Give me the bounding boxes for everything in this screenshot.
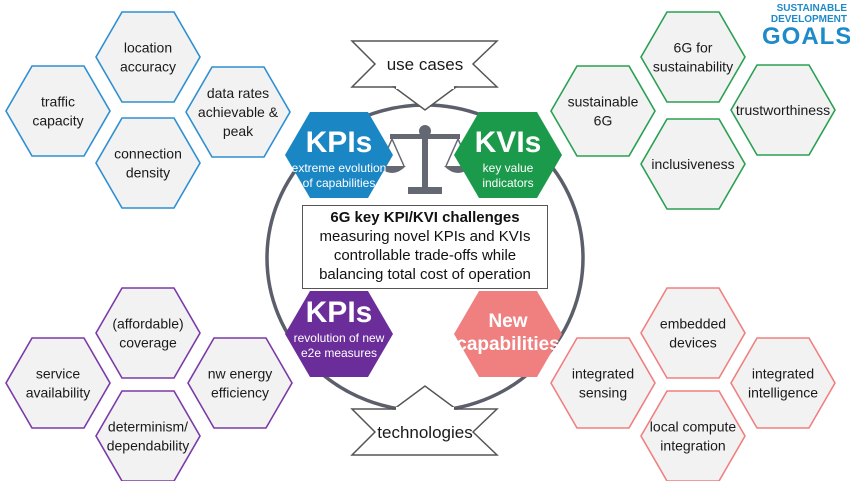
kpi-bottom-line-1: revolution of new (294, 331, 385, 345)
top-left-hex-1: location accuracy (95, 11, 201, 103)
bottom-left-hex-2-line-2: availability (26, 385, 91, 401)
bottom-right-hex-2: integrated sensing (550, 337, 656, 429)
bottom-right-hex-2-line-1: integrated (572, 366, 634, 382)
bottom-right-hex-4: local compute integration (640, 390, 746, 481)
top-right-hex-4: inclusiveness (640, 118, 746, 210)
bottom-right-hex-3: integrated intelligence (730, 337, 836, 429)
bottom-left-hex-1: (affordable) coverage (95, 287, 201, 379)
top-left-hex-2-line-1: traffic (41, 94, 75, 110)
bottom-left-hex-4-line-2: dependability (107, 438, 190, 454)
top-left-hex-2-line-2: capacity (32, 113, 83, 129)
bottom-left-hex-1-line-1: (affordable) (112, 316, 183, 332)
top-right-hex-1: 6G for sustainability (640, 11, 746, 103)
new-capabilities-line-2: capabilities (456, 334, 560, 355)
bottom-right-hex-1: embedded devices (640, 287, 746, 379)
top-right-hex-2-line-2: 6G (594, 113, 613, 129)
kpi-top-title: KPIs (306, 126, 373, 159)
kvi-title: KVIs (475, 126, 542, 159)
sdg-logo-line-1: SUSTAINABLE (776, 3, 847, 14)
top-right-hex-4-line-1: inclusiveness (651, 156, 734, 172)
bottom-left-hex-3-line-1: nw energy (208, 366, 273, 382)
kpi-bottom-title: KPIs (306, 296, 373, 329)
new-capabilities-line-1: New (488, 311, 527, 332)
sdg-logo: SUSTAINABLE DEVELOPMENT GOALS (762, 3, 850, 50)
top-right-hex-1-line-2: sustainability (653, 59, 733, 75)
challenge-line-1: measuring novel KPIs and KVIs (319, 228, 531, 245)
kvi-hex: KVIs key value indicators (454, 112, 562, 198)
technologies-arrow: technologies (350, 385, 499, 456)
challenges-box: 6G key KPI/KVI challenges measuring nove… (302, 205, 548, 289)
kpi-bottom-line-2: e2e measures (301, 346, 377, 360)
bottom-left-hex-3: nw energy efficiency (187, 337, 293, 429)
bottom-right-hex-1-line-1: embedded (660, 316, 726, 332)
kpi-bottom-hex: KPIs revolution of new e2e measures (285, 291, 393, 377)
top-right-hex-3-line-1: trustworthiness (736, 102, 830, 118)
bottom-left-hex-4: determinism/dependability (95, 390, 201, 481)
top-left-hex-4-line-2: density (126, 165, 170, 181)
bottom-right-hex-3-line-2: intelligence (748, 385, 818, 401)
outer-hex-clusters: location accuracy traffic capacity data rate… (5, 11, 836, 481)
top-left-hex-3-line-2: achievable & (198, 104, 279, 120)
top-left-hex-3-line-1: data rates (207, 85, 269, 101)
bottom-right-hex-4-line-2: integration (660, 438, 725, 454)
challenge-line-2: controllable trade-offs while (333, 247, 517, 264)
sdg-logo-line-2: DEVELOPMENT (770, 14, 847, 25)
bottom-left-hex-1-line-2: coverage (119, 335, 177, 351)
kvi-line-2: indicators (482, 176, 533, 190)
top-left-hex-4: connection density (95, 117, 201, 209)
top-right-hex-1-line-1: 6G for (674, 40, 713, 56)
bottom-left-hex-4-line-1: determinism/ (108, 419, 188, 435)
new-capabilities-hex: New capabilities (454, 291, 562, 377)
top-left-hex-3: data rates achievable & peak (185, 66, 291, 158)
top-right-hex-2-line-1: sustainable (568, 94, 639, 110)
challenges-title: 6G key KPI/KVI challenges (330, 209, 520, 226)
sdg-logo-line-3: GOALS (762, 23, 850, 50)
top-left-hex-4-line-1: connection (114, 146, 182, 162)
kpi-top-line-1: extreme evolution (292, 161, 387, 175)
bottom-right-hex-4-line-1: local compute (650, 419, 737, 435)
use-cases-label: use cases (387, 55, 464, 74)
use-cases-arrow: use cases (350, 40, 499, 111)
top-left-hex-2: traffic capacity (5, 65, 111, 157)
challenge-line-3: balancing total cost of operation (319, 266, 531, 283)
technologies-label: technologies (377, 423, 472, 442)
kpi-top-hex: KPIs extreme evolution of capabilities (285, 112, 393, 198)
bottom-right-hex-1-line-2: devices (669, 335, 716, 351)
top-left-hex-3-line-3: peak (223, 123, 254, 139)
top-right-hex-2: sustainable 6G (550, 65, 656, 157)
kvi-line-1: key value (483, 161, 534, 175)
bottom-right-hex-3-line-1: integrated (752, 366, 814, 382)
bottom-left-hex-2-line-1: service (36, 366, 81, 382)
kpi-top-line-2: of capabilities (303, 176, 376, 190)
bottom-left-hex-2: service availability (5, 337, 111, 429)
bottom-left-hex-3-line-2: efficiency (211, 385, 269, 401)
bottom-right-hex-2-line-2: sensing (579, 385, 627, 401)
top-left-hex-1-line-2: accuracy (120, 59, 176, 75)
top-left-hex-1-line-1: location (124, 40, 172, 56)
top-right-hex-3: trustworthiness (730, 64, 836, 156)
